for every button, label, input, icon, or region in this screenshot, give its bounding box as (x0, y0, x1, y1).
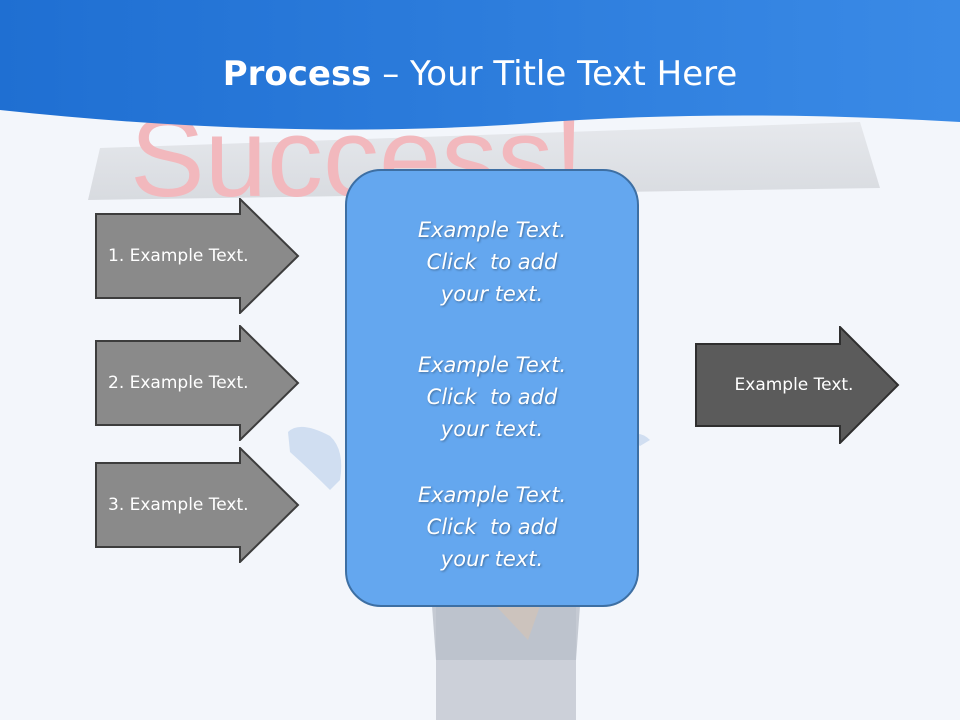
arrow-step-1-shape (95, 198, 300, 314)
center-block-3-line-3: your text. (440, 547, 544, 571)
page-title: Process – Your Title Text Here (0, 54, 960, 94)
center-text-box[interactable]: Example Text. Click to add your text. Ex… (345, 169, 639, 607)
center-block-3-line-1: Example Text. (417, 483, 567, 507)
arrow-result-label: Example Text. (734, 375, 854, 395)
center-block-2-line-2: Click to add (426, 385, 558, 409)
center-text-block-1: Example Text. Click to add your text. (347, 214, 637, 310)
title-rest: – Your Title Text Here (371, 54, 738, 94)
center-text-block-2: Example Text. Click to add your text. (347, 349, 637, 445)
arrow-step-3-label: 3. Example Text. (108, 495, 249, 515)
arrow-step-2-label: 2. Example Text. (108, 373, 249, 393)
arrow-step-2[interactable]: 2. Example Text. (94, 325, 300, 441)
center-block-1-line-2: Click to add (426, 250, 558, 274)
center-text-block-3: Example Text. Click to add your text. (347, 479, 637, 575)
center-block-3-line-2: Click to add (426, 515, 558, 539)
center-block-1-line-3: your text. (440, 282, 544, 306)
arrow-step-1[interactable]: 1. Example Text. (94, 198, 300, 314)
center-block-2-line-3: your text. (440, 417, 544, 441)
arrow-step-1-label: 1. Example Text. (108, 246, 249, 266)
arrow-step-3-shape (95, 447, 300, 563)
center-block-2-line-1: Example Text. (417, 353, 567, 377)
title-bold: Process (222, 54, 372, 94)
arrow-step-2-shape (95, 325, 300, 441)
arrow-result[interactable]: Example Text. (694, 326, 900, 444)
title-banner (0, 0, 960, 130)
arrow-step-3[interactable]: 3. Example Text. (94, 447, 300, 563)
arrow-result-shape (695, 326, 900, 444)
center-block-1-line-1: Example Text. (417, 218, 567, 242)
